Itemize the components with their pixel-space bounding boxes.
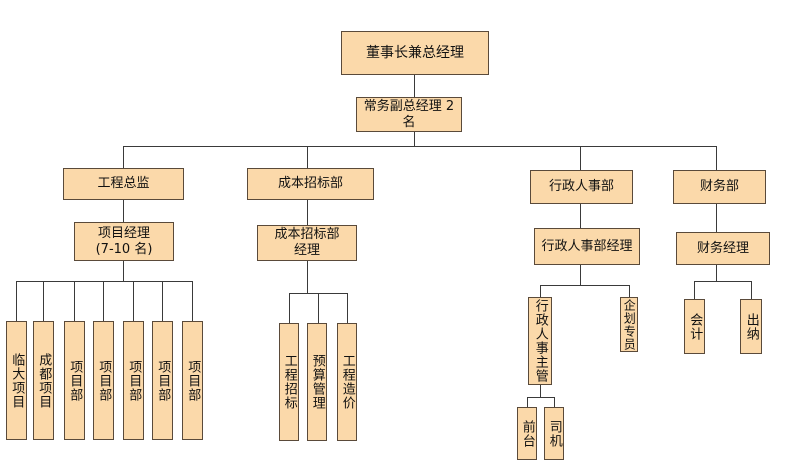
- connector: [123, 261, 124, 281]
- connector: [289, 293, 290, 323]
- reception-box: 前台: [517, 407, 537, 460]
- connector: [192, 281, 193, 321]
- cost-manager-line1: 成本招标部: [274, 227, 340, 243]
- connector: [162, 281, 163, 321]
- connector: [307, 146, 308, 168]
- project-manager-title: 项目经理: [97, 225, 150, 241]
- connector: [347, 293, 348, 323]
- connector: [580, 265, 581, 285]
- project-box: 项目部: [64, 321, 85, 440]
- connector: [527, 397, 554, 398]
- connector: [74, 281, 75, 321]
- project-box: 成都项目: [33, 321, 54, 440]
- project-box: 项目部: [93, 321, 114, 440]
- admin-manager-box: 行政人事部经理: [534, 228, 640, 265]
- connector: [103, 281, 104, 321]
- connector: [307, 261, 308, 293]
- project-manager-count: (7-10 名): [95, 241, 153, 257]
- cost-staff-box: 预算管理: [307, 323, 327, 441]
- connector: [694, 281, 695, 299]
- connector: [318, 293, 319, 323]
- connector: [123, 146, 716, 147]
- accountant-box: 会计: [684, 299, 705, 354]
- connector: [414, 132, 415, 146]
- project-box: 临大项目: [6, 321, 27, 440]
- admin-supervisor-box: 行政人事主管: [528, 297, 552, 385]
- connector: [527, 397, 528, 407]
- connector: [716, 265, 717, 281]
- connector: [716, 146, 717, 170]
- deputy-gm-box: 常务副总经理 2 名: [356, 97, 462, 132]
- connector: [694, 281, 751, 282]
- connector: [133, 281, 134, 321]
- connector: [751, 281, 752, 299]
- dept-finance: 财务部: [673, 170, 766, 204]
- connector: [307, 200, 308, 225]
- connector: [580, 146, 581, 170]
- cost-manager-box: 成本招标部 经理: [257, 225, 357, 261]
- connector: [554, 397, 555, 407]
- cashier-box: 出纳: [740, 299, 762, 354]
- connector: [540, 285, 541, 297]
- finance-manager-box: 财务经理: [676, 232, 770, 265]
- project-box: 项目部: [182, 321, 203, 440]
- connector: [580, 204, 581, 228]
- dept-engineering: 工程总监: [63, 168, 184, 200]
- connector: [629, 285, 630, 297]
- project-box: 项目部: [123, 321, 144, 440]
- dept-cost: 成本招标部: [247, 168, 374, 200]
- connector: [414, 75, 415, 97]
- cost-staff-box: 工程招标: [279, 323, 299, 441]
- cost-staff-box: 工程造价: [337, 323, 357, 441]
- connector: [16, 281, 192, 282]
- connector: [540, 385, 541, 397]
- connector: [123, 146, 124, 168]
- connector: [540, 285, 629, 286]
- connector: [716, 204, 717, 232]
- deputy-line1: 常务副总经理 2: [363, 98, 455, 114]
- connector: [16, 281, 17, 321]
- planner-box: 企划专员: [620, 297, 638, 352]
- driver-box: 司机: [544, 407, 564, 460]
- chairman-box: 董事长兼总经理: [341, 31, 489, 75]
- cost-manager-line2: 经理: [293, 243, 320, 258]
- dept-admin: 行政人事部: [530, 170, 633, 204]
- connector: [43, 281, 44, 321]
- connector: [123, 200, 124, 222]
- deputy-line2: 名: [402, 114, 416, 130]
- project-box: 项目部: [152, 321, 173, 440]
- project-manager-box: 项目经理 (7-10 名): [74, 222, 174, 261]
